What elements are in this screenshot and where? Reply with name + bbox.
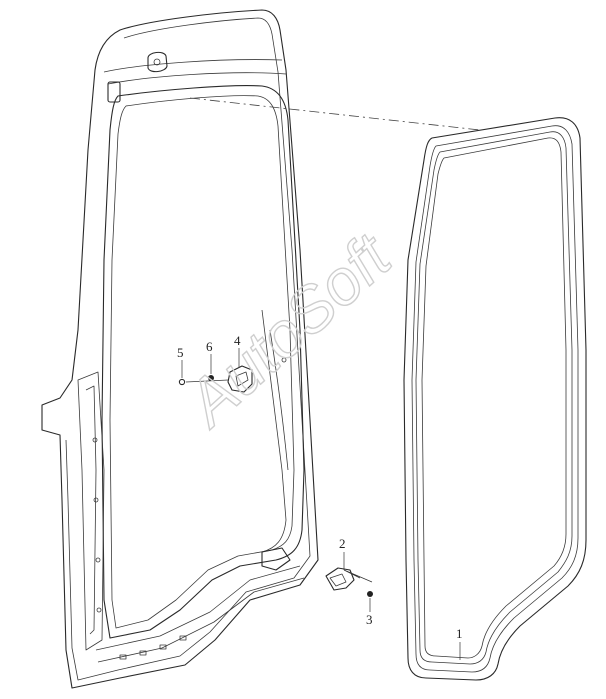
window-opening-inner bbox=[109, 95, 295, 629]
label-part-5: 5 bbox=[177, 345, 184, 360]
top-bolt-icon bbox=[147, 51, 168, 73]
door-frame bbox=[41, 9, 319, 689]
latch-pin bbox=[185, 379, 229, 383]
door-outer-inset bbox=[65, 17, 311, 681]
door-top-ridge bbox=[103, 59, 283, 73]
leader-2-split bbox=[343, 569, 373, 583]
label-part-2: 2 bbox=[339, 536, 346, 551]
label-part-3: 3 bbox=[366, 612, 373, 627]
sill-slot bbox=[139, 650, 147, 656]
striker-2-icon bbox=[325, 567, 355, 591]
seal-ring-2 bbox=[411, 125, 579, 673]
watermark-text: AutoSoft bbox=[170, 219, 405, 441]
hinge-post bbox=[77, 371, 105, 651]
seal-outer bbox=[403, 117, 587, 681]
sill-slot bbox=[159, 644, 167, 650]
door-seal bbox=[403, 117, 587, 681]
latch-assembly bbox=[178, 357, 287, 393]
bottom-sill bbox=[95, 565, 301, 651]
label-part-6: 6 bbox=[206, 339, 213, 354]
latch-4-detail bbox=[235, 371, 249, 387]
label-part-1: 1 bbox=[456, 626, 463, 641]
frame-hole bbox=[281, 357, 287, 363]
post-hole bbox=[95, 557, 101, 563]
door-top-ridge-2 bbox=[107, 72, 287, 85]
striker-2-detail bbox=[329, 573, 347, 587]
latch-4-icon bbox=[227, 365, 253, 393]
leader-lines bbox=[181, 348, 461, 660]
sill-slot bbox=[119, 654, 127, 660]
door-outer-edge bbox=[41, 9, 319, 689]
inner-reinforcement-2 bbox=[269, 329, 289, 471]
post-hole bbox=[96, 607, 102, 613]
bolt-3-icon bbox=[367, 591, 373, 597]
sill-slot bbox=[179, 635, 187, 641]
washer-6-icon bbox=[208, 375, 214, 381]
lower-bracket bbox=[261, 547, 291, 571]
post-hole bbox=[92, 437, 98, 443]
inner-reinforcement bbox=[261, 309, 287, 553]
seal-inner bbox=[421, 137, 567, 659]
post-hole bbox=[93, 497, 99, 503]
label-part-4: 4 bbox=[234, 333, 241, 348]
hinge-post-inner bbox=[85, 385, 97, 635]
top-bolt-center bbox=[153, 58, 161, 66]
bottom-sill-2 bbox=[97, 577, 305, 663]
window-opening-outer bbox=[101, 85, 305, 639]
seal-ring-3 bbox=[415, 131, 573, 665]
part-labels: 1 2 3 4 5 6 bbox=[177, 333, 463, 641]
screw-5-icon bbox=[178, 378, 186, 386]
upper-hinge-tab bbox=[107, 81, 121, 103]
alignment-line bbox=[189, 97, 481, 131]
striker-assembly bbox=[325, 567, 373, 597]
